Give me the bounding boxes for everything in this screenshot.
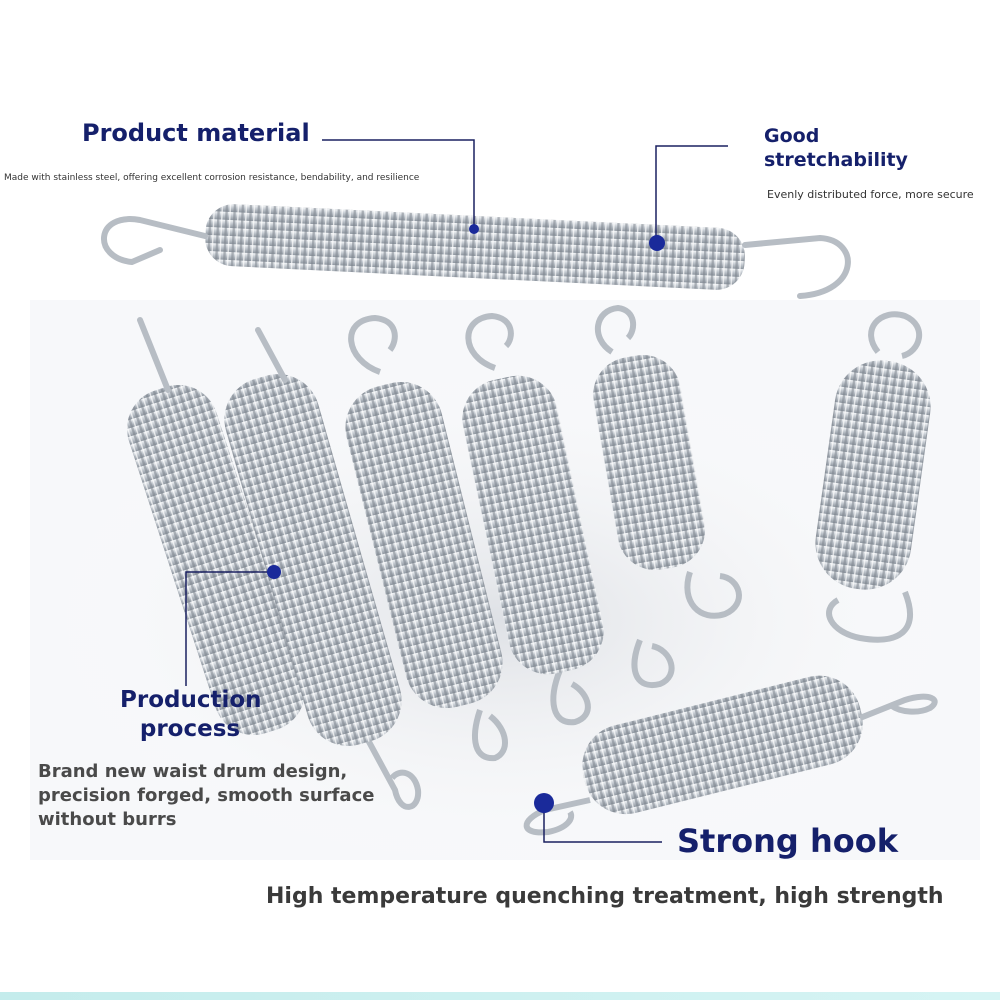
leader-strong-hook	[534, 793, 662, 843]
spring-4	[462, 312, 675, 689]
product-material-title: Product material	[82, 119, 310, 147]
production-process-title-line1: Production	[120, 687, 262, 713]
production-process-description: Brand new waist drum design, precision f…	[38, 760, 374, 832]
production-process-description-line2: precision forged, smooth surface	[38, 785, 375, 806]
spring-6	[815, 311, 931, 643]
good-stretchability-description: Evenly distributed force, more secure	[767, 188, 974, 201]
spring-bottom	[523, 675, 938, 836]
leader-product-material	[322, 139, 479, 234]
production-process-title: Production process	[120, 686, 262, 744]
production-process-description-line1: Brand new waist drum design,	[38, 761, 348, 782]
product-material-description: Made with stainless steel, offering exce…	[4, 173, 420, 183]
production-process-description-line3: without burrs	[38, 809, 177, 830]
good-stretchability-title-line1: Good	[764, 125, 820, 147]
leader-stretchability	[649, 145, 728, 251]
spring-5	[593, 304, 742, 619]
good-stretchability-title: Good stretchability	[764, 124, 908, 172]
spring-3	[345, 314, 591, 726]
production-process-title-line2: process	[139, 716, 241, 742]
bottom-accent-strip	[0, 992, 1000, 1000]
bottom-caption: High temperature quenching treatment, hi…	[266, 884, 944, 909]
spring-2	[224, 327, 508, 762]
spring-1	[127, 317, 422, 810]
leader-production-process	[185, 565, 281, 686]
good-stretchability-title-line2: stretchability	[764, 149, 908, 171]
spring-top	[101, 204, 851, 299]
strong-hook-title: Strong hook	[677, 822, 898, 860]
